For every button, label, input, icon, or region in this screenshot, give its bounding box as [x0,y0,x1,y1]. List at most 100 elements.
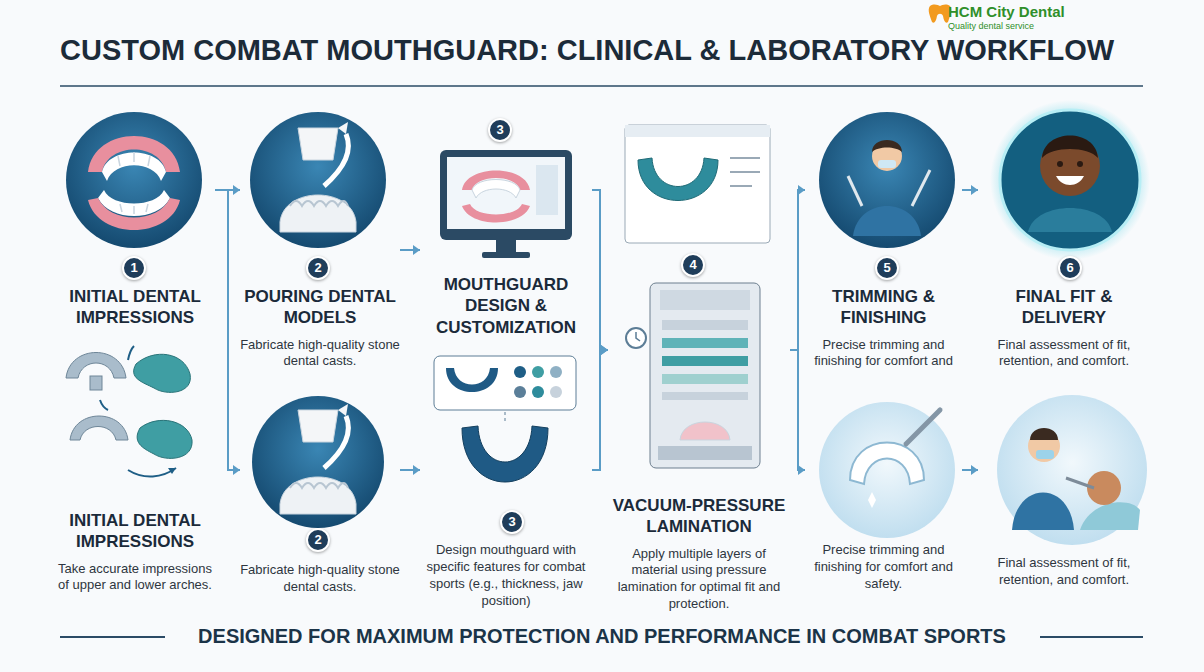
fitting-icon-part [1066,478,1094,488]
athlete-icon-part [1057,161,1063,167]
callout-number: 2 [306,528,330,552]
finishing-icon-part [819,402,955,538]
pouring-circle [252,396,384,528]
design-monitor-part [440,150,572,240]
athlete-icon-part [990,100,1150,260]
technician-icon [819,112,955,248]
flow-connector [592,190,608,355]
cad-window-part [638,158,718,201]
lamination-machine-part [680,422,730,440]
arrow-head [971,465,978,475]
fitting-icon-part [1080,502,1140,530]
impression-trays-part [100,400,108,410]
impression-trays-part [137,420,192,458]
lamination-machine-part [636,332,640,341]
design-panel-part [532,386,544,398]
step-panel: POURING DENTAL MODELSFabricate high-qual… [240,110,400,370]
fitting-icon-part [1012,493,1074,531]
fitting-icon-part [1030,428,1058,440]
cad-window-part [625,125,770,137]
design-monitor-part [536,165,558,215]
pouring-circle-part [250,112,386,248]
technician-icon-part [848,176,862,206]
step-heading: FINAL FIT & DELIVERY [978,286,1150,329]
design-panel-part [550,366,562,378]
lamination-machine-part [662,338,748,348]
arrow-head [798,185,805,195]
design-panel-part [505,412,506,424]
arrow-head [971,185,978,195]
step-heading: TRIMMING & FINISHING [805,286,962,329]
cad-window-part [730,157,760,159]
diagram-caption: DESIGNED FOR MAXIMUM PROTECTION AND PERF… [198,625,1006,648]
design-panel-part [434,356,576,410]
arrow-head [413,465,420,475]
title-rule-part [60,85,1143,87]
connector-line [215,190,240,470]
step-description: Precise trimming and finishing for comfo… [805,542,962,593]
cad-window [625,125,770,243]
flow-connector [962,465,978,475]
logo-icon-part [929,4,952,22]
fitting-icon [997,395,1147,545]
caption-rule-part [60,636,165,638]
caption-rule-part [1040,636,1143,638]
design-monitor-part [472,180,520,199]
finishing-icon [819,402,955,538]
step-heading: VACUUM-PRESSURE LAMINATION [608,495,790,538]
cad-window-part [625,125,770,243]
lamination-machine-part [662,374,748,384]
connector-line [592,190,608,350]
athlete-icon-part [1000,110,1140,250]
dentures-icon [66,112,202,248]
flow-connector [592,345,608,470]
step-description: Fabricate high-quality stone dental cast… [240,562,400,596]
callout-number: 6 [1058,256,1082,280]
impression-trays-part [168,468,176,474]
lamination-machine-part [660,290,750,310]
design-monitor [440,150,572,258]
design-monitor-part [462,204,530,223]
lamination-machine-part [662,392,748,400]
finishing-icon-part [868,492,876,508]
step-panel: INITIAL DENTAL IMPRESSIONSTake accurate … [55,340,215,594]
step-heading: INITIAL DENTAL IMPRESSIONS [55,510,215,553]
lamination-machine-part [662,356,748,366]
arrow-head [233,185,240,195]
connector-line [592,350,608,470]
step-panel: INITIAL DENTAL IMPRESSIONS [55,110,215,329]
technician-icon-part [878,160,896,168]
step-panel: TRIMMING & FINISHINGPrecise trimming and… [805,110,962,370]
callout-number: 3 [500,510,524,534]
technician-icon-part [853,206,921,236]
step-description: Fabricate high-quality stone dental cast… [240,337,400,371]
title-rule [60,86,1143,87]
athlete-icon-part [1077,161,1083,167]
step-panel: Fabricate high-quality stone dental cast… [240,400,400,596]
design-monitor-part [496,240,516,252]
technician-icon-part [912,170,930,206]
pouring-circle-part [280,122,356,232]
pouring-circle [250,112,386,248]
fitting-icon-part [997,395,1147,545]
design-monitor-part [447,157,565,229]
cad-window-part [730,171,760,173]
athlete-icon [990,100,1150,260]
lamination-machine [626,283,760,468]
pouring-circle-part [280,404,356,514]
arrow-head [413,245,420,255]
logo-icon [929,4,952,22]
design-panel-part [532,366,544,378]
design-panel-part [446,368,498,392]
pouring-circle-part [252,396,384,528]
athlete-icon-part [1056,176,1084,185]
impression-trays-part [128,468,176,477]
finishing-icon-part [850,443,924,485]
step-description: Apply multiple layers of material using … [608,546,790,614]
step-panel: Final assessment of fit, retention, and … [978,390,1150,589]
impression-trays-part [90,376,102,390]
step-panel: VACUUM-PRESSURE LAMINATION Apply multiple… [608,110,790,613]
impression-trays-part [70,416,128,440]
design-panel-part [550,386,562,398]
